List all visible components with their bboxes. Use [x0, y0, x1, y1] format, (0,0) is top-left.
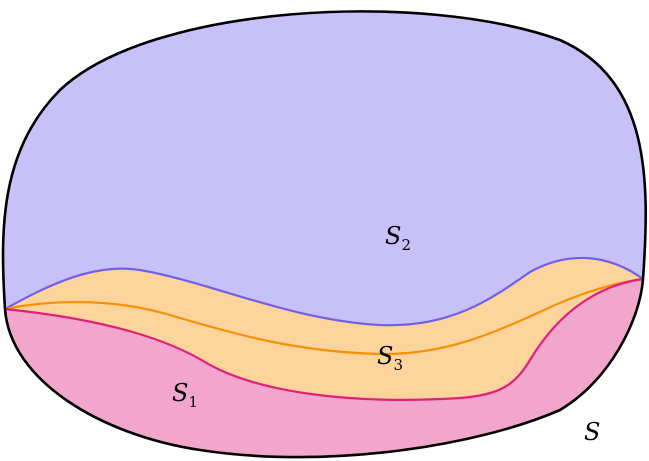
- boundary-s2-s3: [4, 256, 644, 327]
- outer-boundary: [1, 10, 648, 459]
- boundary-s3-middle: [4, 277, 644, 356]
- boundary-s1-s3: [4, 277, 644, 401]
- label-s: S: [584, 418, 600, 446]
- label-s2: S2: [385, 222, 411, 254]
- region-s3: [5, 257, 643, 400]
- region-s1: [3, 279, 646, 458]
- label-s3: S3: [377, 342, 403, 374]
- label-s1: S1: [172, 379, 198, 411]
